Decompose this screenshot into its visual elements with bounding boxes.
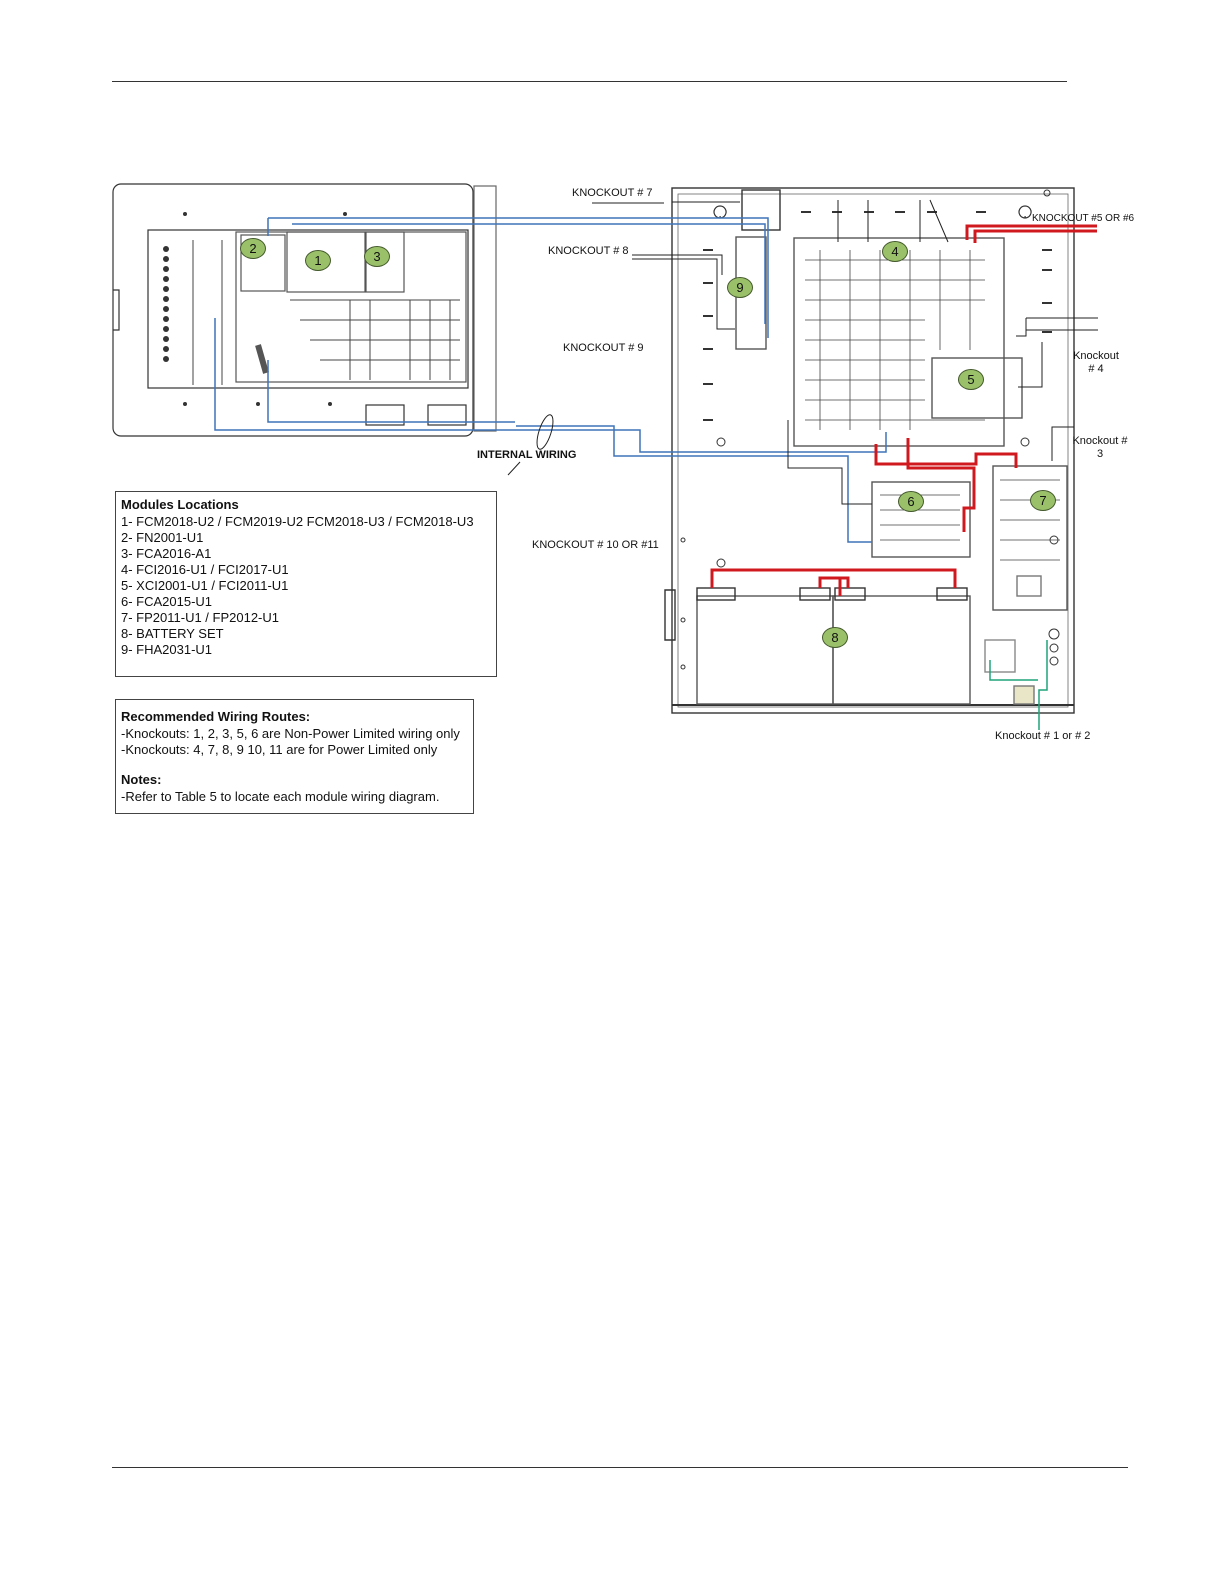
ground-wiring xyxy=(989,640,1048,730)
module-item: 3- FCA2016-A1 xyxy=(121,546,212,561)
slot-marks xyxy=(703,211,1052,421)
wiring-route-line: -Knockouts: 1, 2, 3, 5, 6 are Non-Power … xyxy=(121,726,460,741)
cabinet-holes xyxy=(680,189,1060,670)
module-badge-2: 2 xyxy=(240,238,266,259)
door-component-traces xyxy=(192,240,460,385)
label-knockout-4: Knockout # 4 xyxy=(1070,350,1122,376)
wiring-route-line: -Knockouts: 4, 7, 8, 9 10, 11 are for Po… xyxy=(121,742,438,757)
module-item: 4- FCI2016-U1 / FCI2017-U1 xyxy=(121,562,289,577)
module-badge-3: 3 xyxy=(364,246,390,267)
label-knockout-8: KNOCKOUT # 8 xyxy=(548,245,629,257)
module-item: 9- FHA2031-U1 xyxy=(121,642,213,657)
modules-locations-box: Modules Locations 1- FCM2018-U2 / FCM201… xyxy=(115,491,497,677)
main-cabinet xyxy=(664,187,1075,714)
label-knockout-4-line1: Knockout xyxy=(1073,350,1119,362)
module-item: 7- FP2011-U1 / FP2012-U1 xyxy=(121,610,279,625)
wiring-routes-box: Recommended Wiring Routes: -Knockouts: 1… xyxy=(115,699,474,814)
label-knockout-4-line2: # 4 xyxy=(1088,363,1104,375)
label-knockout-9: KNOCKOUT # 9 xyxy=(563,342,644,354)
door-terminal-dots xyxy=(163,212,347,406)
module-badge-1: 1 xyxy=(305,250,331,271)
module-item: 2- FN2001-U1 xyxy=(121,530,204,545)
module-badge-6: 6 xyxy=(898,491,924,512)
module-item: 6- FCA2015-U1 xyxy=(121,594,213,609)
module-item: 1- FCM2018-U2 / FCM2019-U2 FCM2018-U3 / … xyxy=(121,514,474,529)
module-item: 8- BATTERY SET xyxy=(121,626,224,641)
notes-title: Notes: xyxy=(121,772,162,787)
door-panel xyxy=(112,183,497,437)
spacer xyxy=(121,758,468,772)
label-knockout-3-line2: 3 xyxy=(1096,448,1104,460)
label-internal-wiring: INTERNAL WIRING xyxy=(477,449,577,461)
notes-line: -Refer to Table 5 to locate each module … xyxy=(121,789,440,804)
power-wiring xyxy=(710,224,1097,596)
label-knockout-3: Knockout # 3 xyxy=(1070,435,1130,461)
leader-lines xyxy=(507,199,1098,505)
module-badge-9: 9 xyxy=(727,277,753,298)
module-item: 5- XCI2001-U1 / FCI2011-U1 xyxy=(121,578,289,593)
modules-locations-title: Modules Locations xyxy=(121,497,239,512)
label-knockout-5-6: KNOCKOUT #5 OR #6 xyxy=(1032,213,1135,224)
label-knockout-7: KNOCKOUT # 7 xyxy=(572,187,653,199)
module-badge-8: 8 xyxy=(822,627,848,648)
header-rule xyxy=(112,81,1067,82)
module-badge-4: 4 xyxy=(882,241,908,262)
keyhole-slots xyxy=(713,205,1032,219)
module-badge-5: 5 xyxy=(958,369,984,390)
wiring-routes-title: Recommended Wiring Routes: xyxy=(121,709,311,724)
label-knockout-10-11: KNOCKOUT # 10 OR #11 xyxy=(532,539,659,551)
footer-rule xyxy=(112,1467,1128,1468)
signal-wiring xyxy=(214,217,887,543)
label-knockout-1-2: Knockout # 1 or # 2 xyxy=(995,730,1091,742)
label-knockout-3-line1: Knockout # xyxy=(1072,435,1128,447)
module-badge-7: 7 xyxy=(1030,490,1056,511)
